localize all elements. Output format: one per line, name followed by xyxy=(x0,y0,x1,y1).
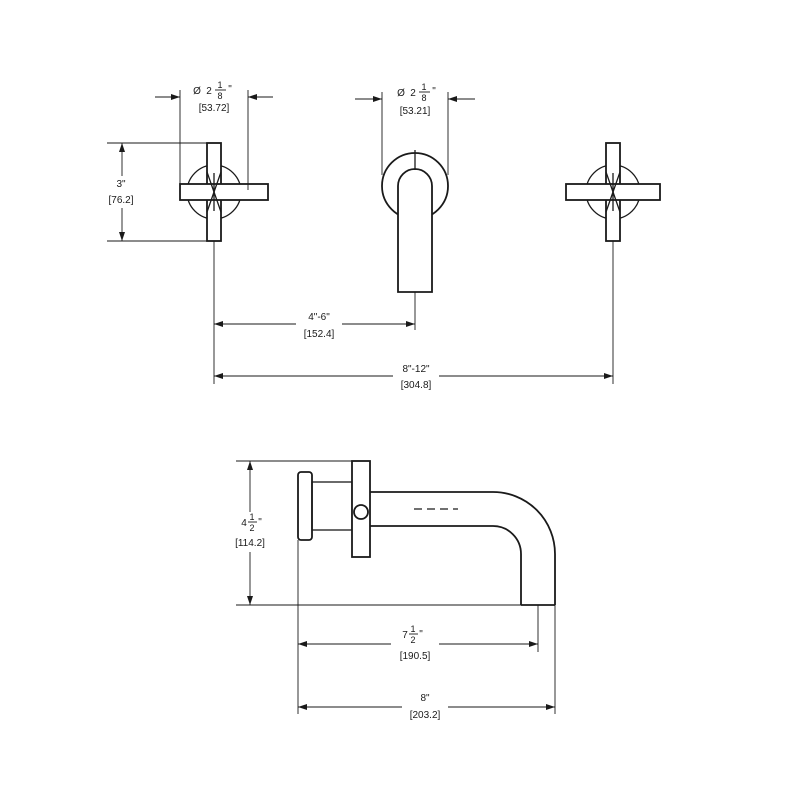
spout-reach-unit: " xyxy=(419,629,423,640)
side-height-dimension: 4 1 2 " [114.2] xyxy=(228,461,272,605)
handle-spread-imperial: 8"-12" xyxy=(402,364,430,375)
left-cross-handle xyxy=(179,142,269,242)
spout-diameter-denominator: 8 xyxy=(421,93,426,103)
front-view: Ø 2 1 8 " [53.72] Ø 2 1 8 " [53.21] xyxy=(102,80,661,392)
handle-spread-metric: [304.8] xyxy=(401,380,432,391)
side-height-unit: " xyxy=(258,517,262,528)
side-extension-lines xyxy=(236,460,556,714)
spout-diameter-symbol: Ø xyxy=(397,88,405,99)
handle-height-dimension: 3" [76.2] xyxy=(102,143,140,241)
spout-reach-numerator: 1 xyxy=(410,624,415,634)
handle-height-metric: [76.2] xyxy=(108,195,133,206)
spout-front xyxy=(381,150,449,293)
spout-reach-dimension: 7 1 2 " [190.5] xyxy=(298,624,538,662)
handle-diameter-unit: " xyxy=(228,84,232,95)
spout-diameter-dimension: Ø 2 1 8 " [53.21] xyxy=(355,82,475,117)
spout-diameter-unit: " xyxy=(432,86,436,97)
right-cross-handle xyxy=(565,142,661,242)
spout-side xyxy=(370,491,556,606)
side-view: 4 1 2 " [114.2] 7 1 2 " [190.5] 8" xyxy=(228,460,556,723)
overall-depth-imperial: 8" xyxy=(420,693,430,704)
handle-to-spout-dimension: 4"-6" [152.4] xyxy=(214,310,415,340)
wall-plate xyxy=(297,471,353,541)
side-height-numerator: 1 xyxy=(249,512,254,522)
handle-diameter-whole: 2 xyxy=(206,86,212,97)
handle-to-spout-imperial: 4"-6" xyxy=(308,312,330,323)
side-cross-handle xyxy=(351,460,371,558)
side-height-denominator: 2 xyxy=(249,523,254,533)
handle-spread-dimension: 8"-12" [304.8] xyxy=(214,362,613,392)
handle-diameter-dimension: Ø 2 1 8 " [53.72] xyxy=(155,80,273,114)
handle-diameter-numerator: 1 xyxy=(217,80,222,90)
overall-depth-metric: [203.2] xyxy=(410,710,441,721)
overall-depth-dimension: 8" [203.2] xyxy=(298,691,555,723)
handle-height-imperial: 3" xyxy=(116,179,126,190)
handle-diameter-symbol: Ø xyxy=(193,86,201,97)
side-height-whole: 4 xyxy=(241,518,247,529)
handle-diameter-denominator: 8 xyxy=(217,91,222,101)
side-height-metric: [114.2] xyxy=(235,538,265,549)
spout-reach-whole: 7 xyxy=(402,630,408,641)
spout-diameter-whole: 2 xyxy=(410,88,416,99)
spout-reach-metric: [190.5] xyxy=(400,651,431,662)
front-extension-lines xyxy=(107,90,614,384)
handle-diameter-metric: [53.72] xyxy=(199,103,230,114)
spout-diameter-numerator: 1 xyxy=(421,82,426,92)
spout-diameter-metric: [53.21] xyxy=(400,106,431,117)
spout-reach-denominator: 2 xyxy=(410,635,415,645)
handle-to-spout-metric: [152.4] xyxy=(304,329,335,340)
